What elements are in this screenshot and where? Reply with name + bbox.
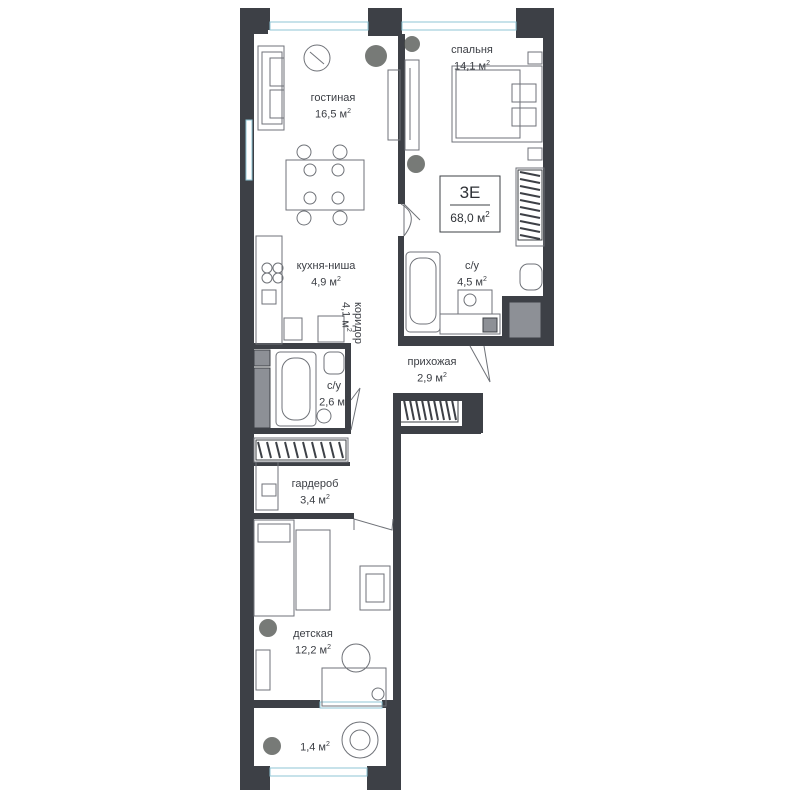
hanger-mark: [302, 441, 308, 459]
room-area: 14,1 м2: [454, 60, 490, 73]
windows: [245, 21, 517, 777]
hanger-mark: [275, 441, 281, 459]
hanger-mark: [329, 441, 335, 459]
room-label-kitchen: кухня-ниша 4,9 м2: [286, 260, 366, 290]
hanger-mark: [445, 399, 451, 421]
hanger-mark: [451, 399, 457, 421]
hanger-mark: [320, 441, 326, 459]
room-label-hall: прихожая 2,9 м2: [400, 356, 464, 386]
room-name: с/у: [326, 380, 342, 392]
hanger-mark: [433, 399, 439, 421]
hanger-mark: [284, 441, 290, 459]
hanger-mark: [403, 399, 409, 421]
room-label-bath-small: с/у 2,6 м2: [312, 380, 356, 410]
hanger-mark: [311, 441, 317, 459]
hanger-mark: [257, 441, 263, 459]
room-name: коридор: [352, 302, 364, 344]
room-label-bedroom: спальня 14,1 м2: [444, 44, 500, 74]
hanger-mark: [519, 178, 541, 184]
hangers: [255, 169, 543, 461]
room-name: с/у: [464, 260, 480, 272]
room-area: 1,4 м2: [300, 741, 330, 754]
apartment-area: 68,0 м2: [450, 210, 490, 225]
hanger-mark: [338, 441, 344, 459]
room-label-kids: детская 12,2 м2: [284, 628, 342, 658]
hanger-mark: [415, 399, 421, 421]
room-name: кухня-ниша: [296, 260, 356, 272]
hanger-mark: [519, 192, 541, 198]
hanger-lines: [257, 171, 541, 459]
hanger-mark: [519, 171, 541, 177]
room-area: 16,5 м2: [315, 108, 351, 121]
room-label-corridor: коридор 4,1 м2: [339, 302, 364, 344]
hanger-mark: [519, 227, 541, 233]
room-area: 2,6 м2: [319, 396, 349, 409]
room-area: 12,2 м2: [295, 644, 331, 657]
room-area: 4,5 м2: [457, 276, 487, 289]
walls: [240, 8, 554, 790]
room-name: прихожая: [407, 356, 457, 368]
room-name: гостиная: [310, 92, 356, 104]
hanger-mark: [519, 220, 541, 226]
room-label-wardrobe: гардероб 3,4 м2: [282, 478, 348, 508]
room-area: 2,9 м2: [417, 372, 447, 385]
apartment-code: 3E: [459, 183, 481, 202]
room-name: детская: [293, 628, 333, 640]
room-area: 3,4 м2: [300, 494, 330, 507]
room-name: гардероб: [291, 478, 339, 490]
hanger-mark: [519, 234, 541, 240]
hanger-mark: [427, 399, 433, 421]
hanger-mark: [519, 199, 541, 205]
doors: [350, 203, 491, 531]
hanger-mark: [519, 213, 541, 219]
shafts: [253, 301, 542, 429]
hanger-mark: [519, 185, 541, 191]
hanger-mark: [439, 399, 445, 421]
hanger-mark: [421, 399, 427, 421]
room-area: 4,9 м2: [311, 276, 341, 289]
room-label-living: гостиная 16,5 м2: [298, 92, 368, 122]
room-label-balcony: 1,4 м2: [290, 738, 340, 755]
plants: [259, 36, 425, 755]
hanger-mark: [293, 441, 299, 459]
hanger-mark: [409, 399, 415, 421]
hanger-mark: [519, 206, 541, 212]
hanger-mark: [266, 441, 272, 459]
room-label-bath-big: с/у 4,5 м2: [450, 260, 494, 290]
furniture: [253, 44, 545, 759]
room-name: спальня: [451, 44, 493, 56]
room-area: 4,1 м2: [339, 302, 352, 332]
